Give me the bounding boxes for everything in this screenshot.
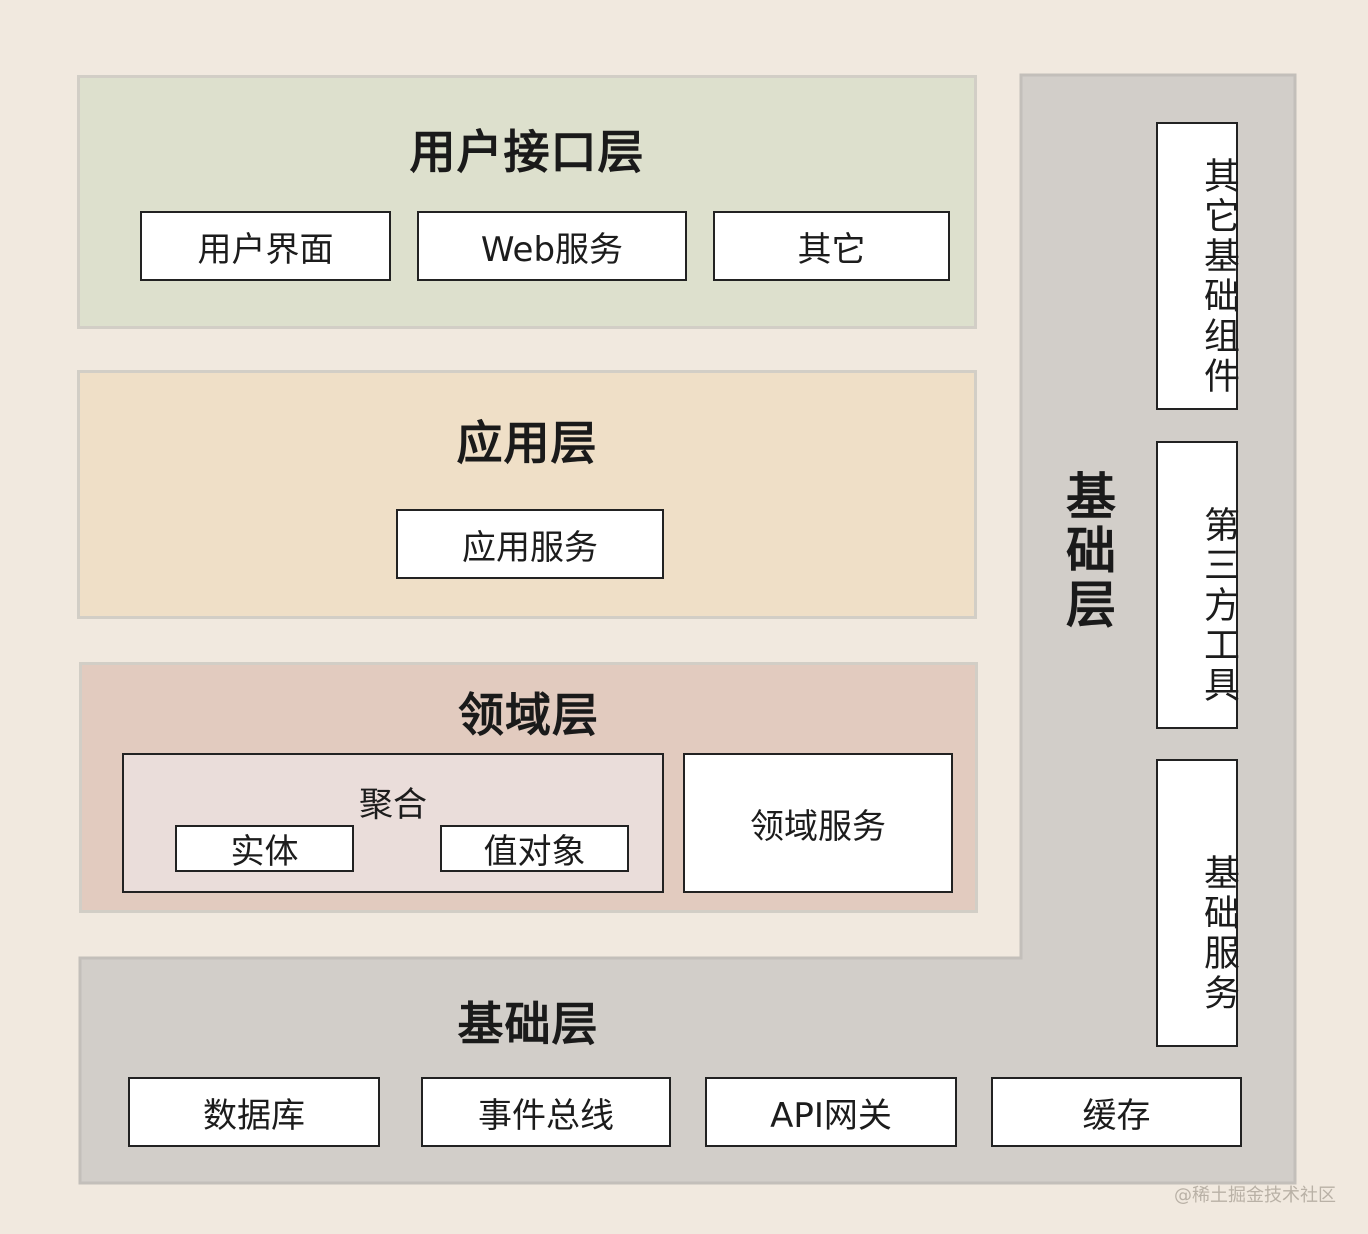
other-box: 其它 — [713, 211, 950, 281]
infra-layer-title: 基础层 — [457, 997, 599, 1051]
other-infra-components-box: 其它基础组件 — [1156, 122, 1239, 410]
ui-layer: 用户接口层 — [77, 75, 977, 329]
value-object-box: 值对象 — [440, 825, 629, 872]
watermark: @稀土掘金技术社区 — [1174, 1185, 1336, 1206]
entity-box: 实体 — [175, 825, 354, 872]
ui-layer-title: 用户接口层 — [409, 125, 645, 179]
infra-layer-vertical-title: 基础层 — [1058, 470, 1116, 632]
third-party-tools-box: 第三方工具 — [1156, 441, 1239, 729]
cache-box: 缓存 — [991, 1077, 1242, 1147]
user-interface-box: 用户界面 — [140, 211, 391, 281]
web-service-box: Web服务 — [417, 211, 687, 281]
api-gateway-box: API网关 — [705, 1077, 957, 1147]
domain-layer-title: 领域层 — [458, 688, 599, 742]
domain-service-box: 领域服务 — [683, 753, 953, 893]
app-layer: 应用层 — [77, 370, 977, 619]
infra-services-box: 基础服务 — [1156, 759, 1239, 1047]
app-service-box: 应用服务 — [396, 509, 664, 579]
aggregate-label: 聚合 — [359, 785, 427, 825]
database-box: 数据库 — [128, 1077, 380, 1147]
event-bus-box: 事件总线 — [421, 1077, 671, 1147]
app-layer-title: 应用层 — [456, 416, 598, 470]
